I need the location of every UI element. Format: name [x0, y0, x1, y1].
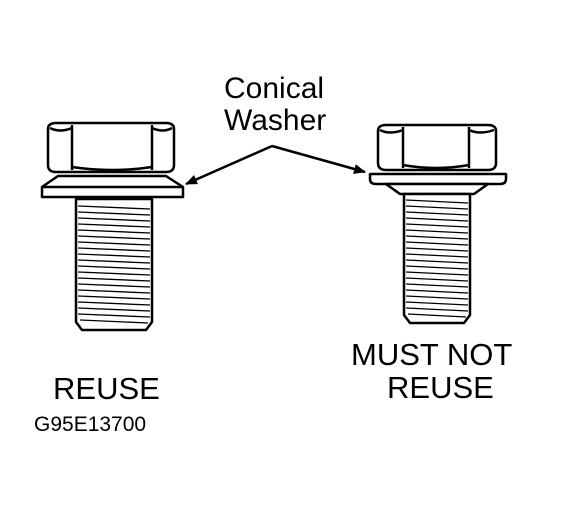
leader-arrow-right: [271, 144, 366, 174]
reuse-label: REUSE: [53, 371, 160, 406]
figure-code: G95E13700: [34, 413, 147, 436]
right-bolt-flat-washer: [368, 172, 508, 186]
must-not-reuse-label-line2: REUSE: [387, 370, 494, 405]
callout-label-line1: Conical: [224, 72, 325, 105]
right-bolt-flange: [384, 182, 490, 196]
right-bolt: [368, 123, 508, 325]
left-bolt-hex-head: [46, 121, 176, 174]
callout-arrows: [185, 144, 366, 186]
left-bolt-conical-washer: [40, 174, 185, 199]
right-bolt-hex-head: [376, 123, 498, 172]
right-bolt-shank: [402, 192, 472, 325]
leader-arrow-left: [185, 144, 273, 186]
callout-label-line2: Washer: [224, 104, 327, 137]
left-bolt: [40, 121, 185, 332]
must-not-reuse-label-line1: MUST NOT: [351, 337, 513, 372]
left-bolt-shank: [74, 197, 154, 332]
